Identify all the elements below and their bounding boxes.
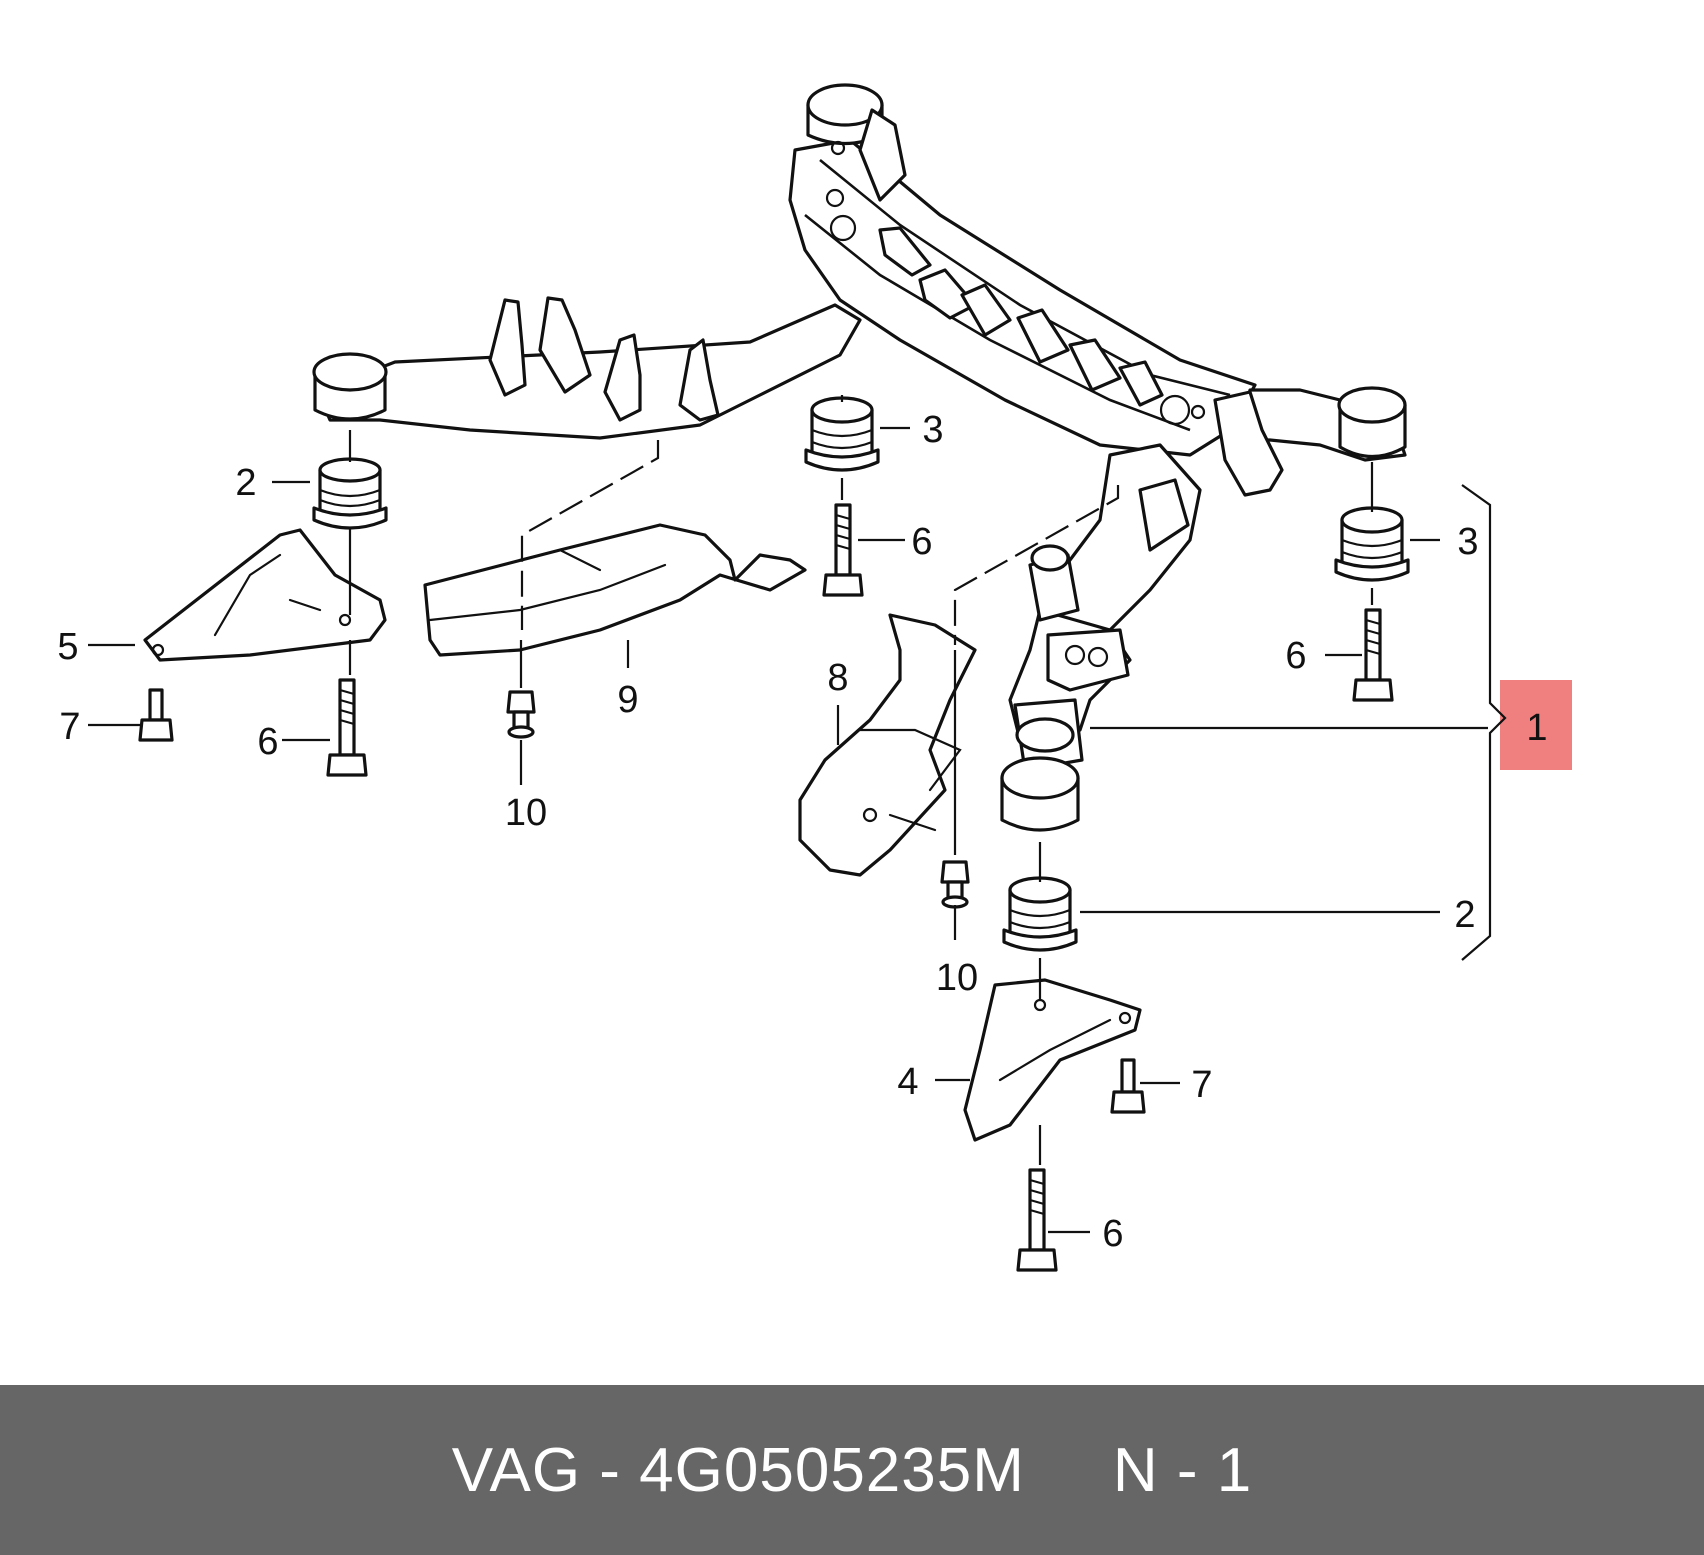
callout-7-right[interactable]: 7 (1191, 1064, 1212, 1106)
shield-9 (423, 523, 807, 657)
bolt-6-right (1352, 608, 1394, 702)
assembly-brace (1461, 484, 1507, 961)
bracket-5 (143, 528, 387, 662)
callout-10-left[interactable]: 10 (505, 792, 547, 834)
callout-labels: 1 2 2 3 3 4 5 6 6 6 6 7 7 8 9 10 10 (57, 409, 1547, 1255)
callout-10-center[interactable]: 10 (936, 957, 978, 999)
bushing-3-center (804, 396, 880, 472)
bolt-7-left (138, 688, 174, 742)
callout-6-center[interactable]: 6 (911, 521, 932, 563)
position-label: N - 1 (1112, 1435, 1253, 1505)
nut-10-center (940, 860, 970, 909)
exploded-parts-diagram: 1 2 2 3 3 4 5 6 6 6 6 7 7 8 9 10 10 (57, 83, 1572, 1272)
bolt-6-center (822, 503, 864, 597)
bushing-2-right (1002, 876, 1078, 952)
callout-1-highlight (1500, 680, 1572, 770)
part-number-footer: VAG - 4G0505235M N - 1 (0, 1385, 1704, 1555)
subframe-assembly (312, 83, 1407, 832)
nut-10-left (506, 690, 536, 739)
leader-lines (88, 426, 1488, 1234)
callout-9[interactable]: 9 (617, 679, 638, 721)
bracket-4 (963, 978, 1142, 1142)
callout-6-left[interactable]: 6 (257, 721, 278, 763)
callout-7-left[interactable]: 7 (59, 706, 80, 748)
bolt-6-left (326, 678, 368, 777)
bushing-3-right (1334, 506, 1410, 582)
bushing-2-left (312, 457, 388, 530)
bolt-7-right (1110, 1058, 1146, 1114)
callout-2-left[interactable]: 2 (235, 462, 256, 504)
callout-3-right[interactable]: 3 (1457, 521, 1478, 563)
part-number-label: VAG - 4G0505235M (451, 1435, 1025, 1505)
callout-1[interactable]: 1 (1526, 707, 1547, 749)
callout-6-bottom[interactable]: 6 (1102, 1213, 1123, 1255)
assembly-centerlines (348, 395, 1374, 1165)
shield-8 (798, 613, 977, 877)
callout-6-right[interactable]: 6 (1285, 635, 1306, 677)
bolt-6-bottom (1016, 1168, 1058, 1272)
callout-2-right[interactable]: 2 (1454, 894, 1475, 936)
callout-4[interactable]: 4 (897, 1061, 918, 1103)
callout-3-center[interactable]: 3 (922, 409, 943, 451)
callout-5[interactable]: 5 (57, 626, 78, 668)
callout-8[interactable]: 8 (827, 657, 848, 699)
